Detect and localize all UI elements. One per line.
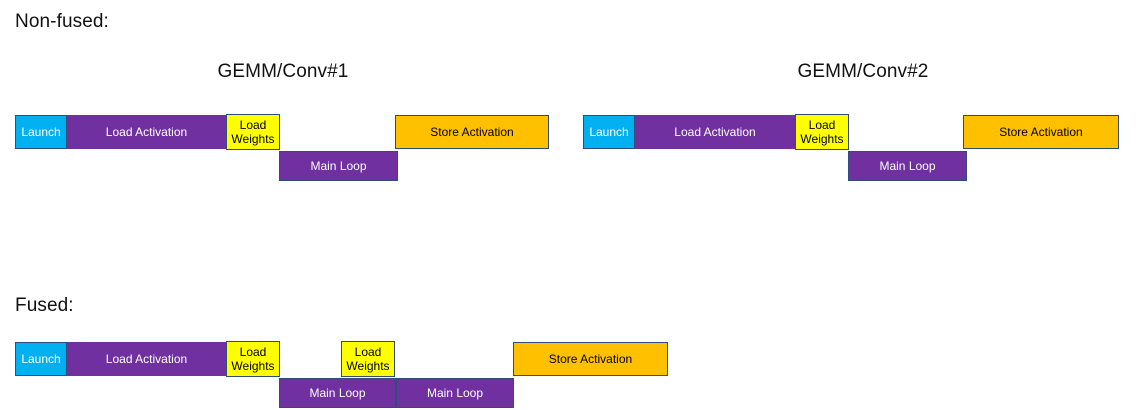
bar-label-load-activation-gemm1: Load Activation [105,124,188,139]
bar-launch-gemm2[interactable]: Launch [583,115,635,149]
bar-main-loop-2-fused[interactable]: Main Loop [396,378,514,408]
bar-label-load-activation-fused: Load Activation [105,351,188,366]
bar-label-main-loop-gemm2: Main Loop [879,158,936,173]
bar-label-load-weights-1-fused: Load Weights [231,345,275,373]
bar-main-loop-gemm2[interactable]: Main Loop [848,151,967,181]
bar-load-activation-gemm1[interactable]: Load Activation [67,115,227,149]
bar-load-activation-fused[interactable]: Load Activation [67,342,227,376]
bar-load-weights-gemm2[interactable]: Load Weights [795,114,849,150]
bar-launch-gemm1[interactable]: Launch [15,115,67,149]
bar-label-load-weights-2-fused: Load Weights [346,345,390,373]
bar-label-launch-fused: Launch [21,351,61,366]
bar-main-loop-gemm1[interactable]: Main Loop [279,151,398,181]
bar-load-weights-1-fused[interactable]: Load Weights [226,341,280,377]
section-label-non-fused: Non-fused: [15,11,109,32]
bar-load-weights-gemm1[interactable]: Load Weights [226,114,280,150]
bar-launch-fused[interactable]: Launch [15,342,67,376]
bar-label-store-activation-fused: Store Activation [548,351,633,366]
bar-label-main-loop-1-fused: Main Loop [309,385,366,400]
group-title-gemm-conv-2: GEMM/Conv#2 [797,61,929,82]
group-title-gemm-conv-1: GEMM/Conv#1 [217,61,349,82]
bar-store-activation-fused[interactable]: Store Activation [513,342,668,376]
bar-label-main-loop-2-fused: Main Loop [426,385,484,400]
bar-label-store-activation-gemm1: Store Activation [430,124,514,139]
bar-label-launch-gemm2: Launch [589,124,629,139]
bar-label-launch-gemm1: Launch [21,124,61,139]
bar-label-load-activation-gemm2: Load Activation [674,124,756,139]
bar-label-load-weights-gemm1: Load Weights [231,118,275,146]
bar-load-activation-gemm2[interactable]: Load Activation [635,115,796,149]
bar-label-main-loop-gemm1: Main Loop [310,158,367,173]
bar-label-load-weights-gemm2: Load Weights [800,118,844,146]
bar-store-activation-gemm2[interactable]: Store Activation [963,115,1119,149]
bar-label-store-activation-gemm2: Store Activation [999,124,1083,139]
bar-store-activation-gemm1[interactable]: Store Activation [395,115,549,149]
bar-main-loop-1-fused[interactable]: Main Loop [279,378,396,408]
bar-load-weights-2-fused[interactable]: Load Weights [341,341,395,377]
section-label-fused: Fused: [15,295,74,316]
